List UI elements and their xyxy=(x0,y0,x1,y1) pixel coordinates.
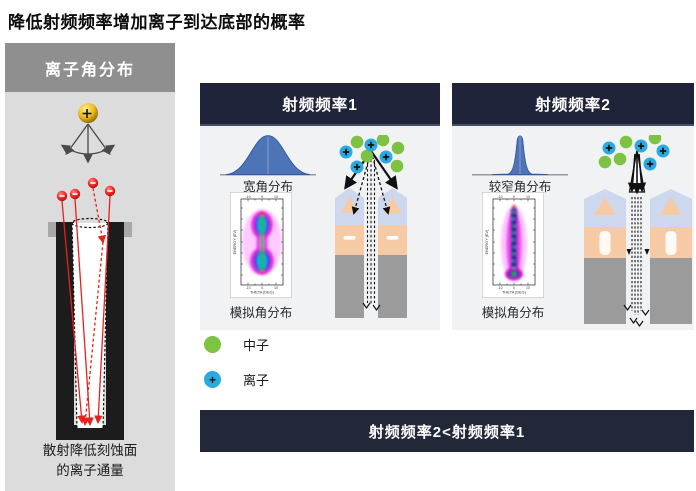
svg-text:0: 0 xyxy=(513,286,515,290)
rf-frequency-1-header: 射频频率1 xyxy=(200,83,440,126)
narrow-angle-distribution-curve xyxy=(472,135,568,176)
svg-text:-10: -10 xyxy=(497,195,502,199)
svg-text:0: 0 xyxy=(513,195,515,199)
particle-cluster xyxy=(598,135,670,171)
xtick-10: 10 xyxy=(274,195,278,199)
simulation-label: 模拟角分布 xyxy=(481,306,545,320)
legend-item-neutral: 中子 xyxy=(204,336,324,353)
heatmap-ylabel: ENERGY (EV) xyxy=(485,229,489,254)
narrow-angle-arrows xyxy=(623,149,650,328)
ion-angle-panel: 离子角分布 xyxy=(5,43,175,491)
wide-angle-distribution-curve xyxy=(220,135,316,176)
scattered-ion-icons xyxy=(56,177,116,202)
simulated-angle-heatmap: -10 0 10 -10 0 10 ENERGY (EV) THETA (DEG… xyxy=(230,192,292,298)
ion-blue-plus-circle-icon: + xyxy=(204,371,221,388)
heatmap-xlabel: THETA (DEG) xyxy=(502,291,527,295)
rf-frequency-1-panel: 射频频率1 宽角分布 xyxy=(200,83,440,330)
simulation-label: 模拟角分布 xyxy=(229,306,293,320)
ion-angle-panel-body: 散射降低刻蚀面 的离子通量 xyxy=(5,92,175,491)
rf-frequency-2-body: 较窄角分布 -10 0 10 -10 xyxy=(452,126,694,330)
heatmap-xlabel: THETA (DEG) xyxy=(250,291,275,295)
simulated-angle-heatmap: -10 0 10 -10 0 10 ENERGY (EV) THETA (DEG… xyxy=(482,192,544,298)
svg-text:10: 10 xyxy=(274,286,278,290)
legend-item-ion: + 离子 xyxy=(204,371,324,388)
legend: 中子 + 离子 xyxy=(204,336,324,406)
distribution-label: 宽角分布 xyxy=(242,180,293,194)
wide-angle-trench-illustration xyxy=(335,135,407,318)
svg-text:10: 10 xyxy=(526,286,530,290)
heatmap-hourglass-blob xyxy=(242,209,282,275)
conclusion-bar: 射频频率2<射频频率1 xyxy=(200,410,694,452)
ion-sphere-icon xyxy=(78,103,98,123)
svg-text:0: 0 xyxy=(261,286,263,290)
ion-trajectories xyxy=(61,187,111,426)
caption-line-1: 散射降低刻蚀面 xyxy=(42,443,138,458)
xtick-0: 0 xyxy=(261,195,263,199)
ion-scatter-illustration xyxy=(48,103,132,440)
trench-structure xyxy=(48,217,132,440)
particle-cluster xyxy=(339,135,405,174)
rf-frequency-1-body: 宽角分布 -10 0 10 -10 xyxy=(200,126,440,330)
svg-text:-10: -10 xyxy=(245,286,250,290)
page-title: 降低射频频率增加离子到达底部的概率 xyxy=(8,13,306,32)
narrow-angle-trench-illustration xyxy=(584,135,692,328)
mask-stacks xyxy=(584,189,692,324)
rf-frequency-2-header: 射频频率2 xyxy=(452,83,694,126)
neutral-green-circle-icon xyxy=(204,336,221,353)
ion-angle-panel-header: 离子角分布 xyxy=(5,43,175,92)
angular-fan-arrows xyxy=(60,123,116,164)
svg-text:10: 10 xyxy=(526,195,530,199)
svg-text:-10: -10 xyxy=(497,286,502,290)
legend-label: 离子 xyxy=(243,373,270,388)
caption-line-2: 的离子通量 xyxy=(56,463,124,479)
rf-frequency-2-panel: 射频频率2 较窄角分布 xyxy=(452,83,694,330)
heatmap-column-blob xyxy=(501,204,527,282)
xtick-neg10: -10 xyxy=(245,195,250,199)
mask-stacks xyxy=(335,188,407,318)
left-panel-caption: 散射降低刻蚀面 的离子通量 xyxy=(5,441,175,482)
distribution-label: 较窄角分布 xyxy=(488,180,552,194)
legend-label: 中子 xyxy=(243,338,270,353)
heatmap-ylabel: ENERGY (EV) xyxy=(233,229,237,254)
